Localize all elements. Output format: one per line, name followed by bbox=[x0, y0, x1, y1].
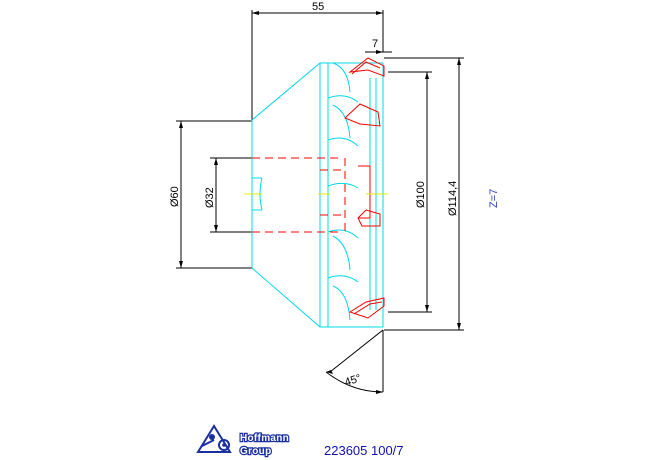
part-outline bbox=[251, 62, 384, 328]
dim-bore-diameter: Ø32 bbox=[204, 187, 216, 208]
tooth-count: Z=7 bbox=[488, 189, 500, 208]
dim-angle: 45° bbox=[343, 372, 363, 389]
hidden-lines bbox=[252, 157, 346, 233]
dim-overall-length: 55 bbox=[312, 1, 324, 13]
dimension-lines bbox=[176, 10, 464, 393]
logo-line1: Hoffmann bbox=[240, 433, 289, 444]
cutting-inserts bbox=[344, 57, 385, 319]
dim-face-width: 7 bbox=[372, 38, 378, 50]
dim-outer-diameter: Ø114,4 bbox=[447, 181, 459, 216]
arrowheads bbox=[179, 11, 461, 394]
part-number: 223605 100/7 bbox=[324, 443, 404, 458]
hoffmann-group-logo: Hoffmann Group bbox=[196, 424, 290, 458]
logo-emblem-icon bbox=[196, 424, 232, 453]
dim-inner-face-diameter: Ø100 bbox=[415, 181, 427, 208]
dim-shank-diameter: Ø60 bbox=[169, 186, 181, 207]
logo-line2: Group bbox=[240, 446, 272, 457]
